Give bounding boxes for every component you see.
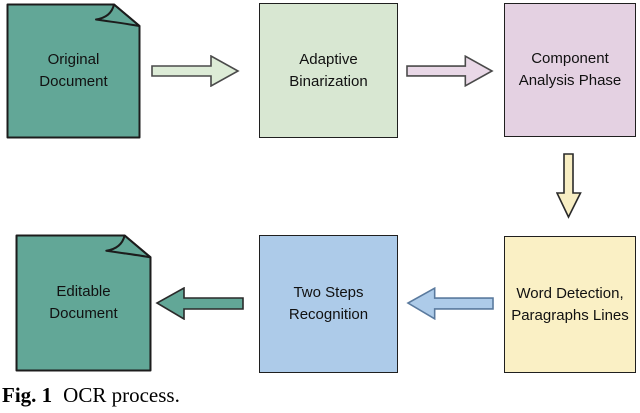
arrow-down-icon bbox=[556, 153, 582, 219]
node-adaptive-binarization: Adaptive Binarization bbox=[259, 3, 398, 138]
node-label: Component Analysis Phase bbox=[518, 50, 622, 89]
figure-caption-text: OCR process. bbox=[63, 383, 180, 407]
node-label: Original Document bbox=[39, 51, 108, 90]
figure-caption: Fig. 1 OCR process. bbox=[2, 383, 180, 408]
figure-caption-label: Fig. 1 bbox=[2, 383, 53, 407]
node-label: Two Steps Recognition bbox=[288, 284, 369, 323]
node-original-document: Original Document bbox=[6, 3, 141, 139]
node-editable-document: Editable Document bbox=[15, 234, 152, 372]
arrow-left-icon bbox=[155, 287, 244, 320]
arrow-right-icon bbox=[406, 55, 494, 87]
node-two-steps-recognition: Two Steps Recognition bbox=[259, 235, 398, 373]
node-word-detection-paragraphs-lines: Word Detection, Paragraphs Lines bbox=[504, 236, 636, 373]
document-page-icon bbox=[15, 234, 152, 372]
node-component-analysis-phase: Component Analysis Phase bbox=[504, 3, 636, 137]
node-label: Word Detection, Paragraphs Lines bbox=[511, 284, 629, 324]
arrow-right-icon bbox=[151, 55, 240, 87]
document-page-icon bbox=[6, 3, 141, 139]
node-label: Editable Document bbox=[49, 283, 118, 322]
arrow-left-icon bbox=[406, 287, 494, 320]
node-label: Adaptive Binarization bbox=[289, 50, 368, 90]
